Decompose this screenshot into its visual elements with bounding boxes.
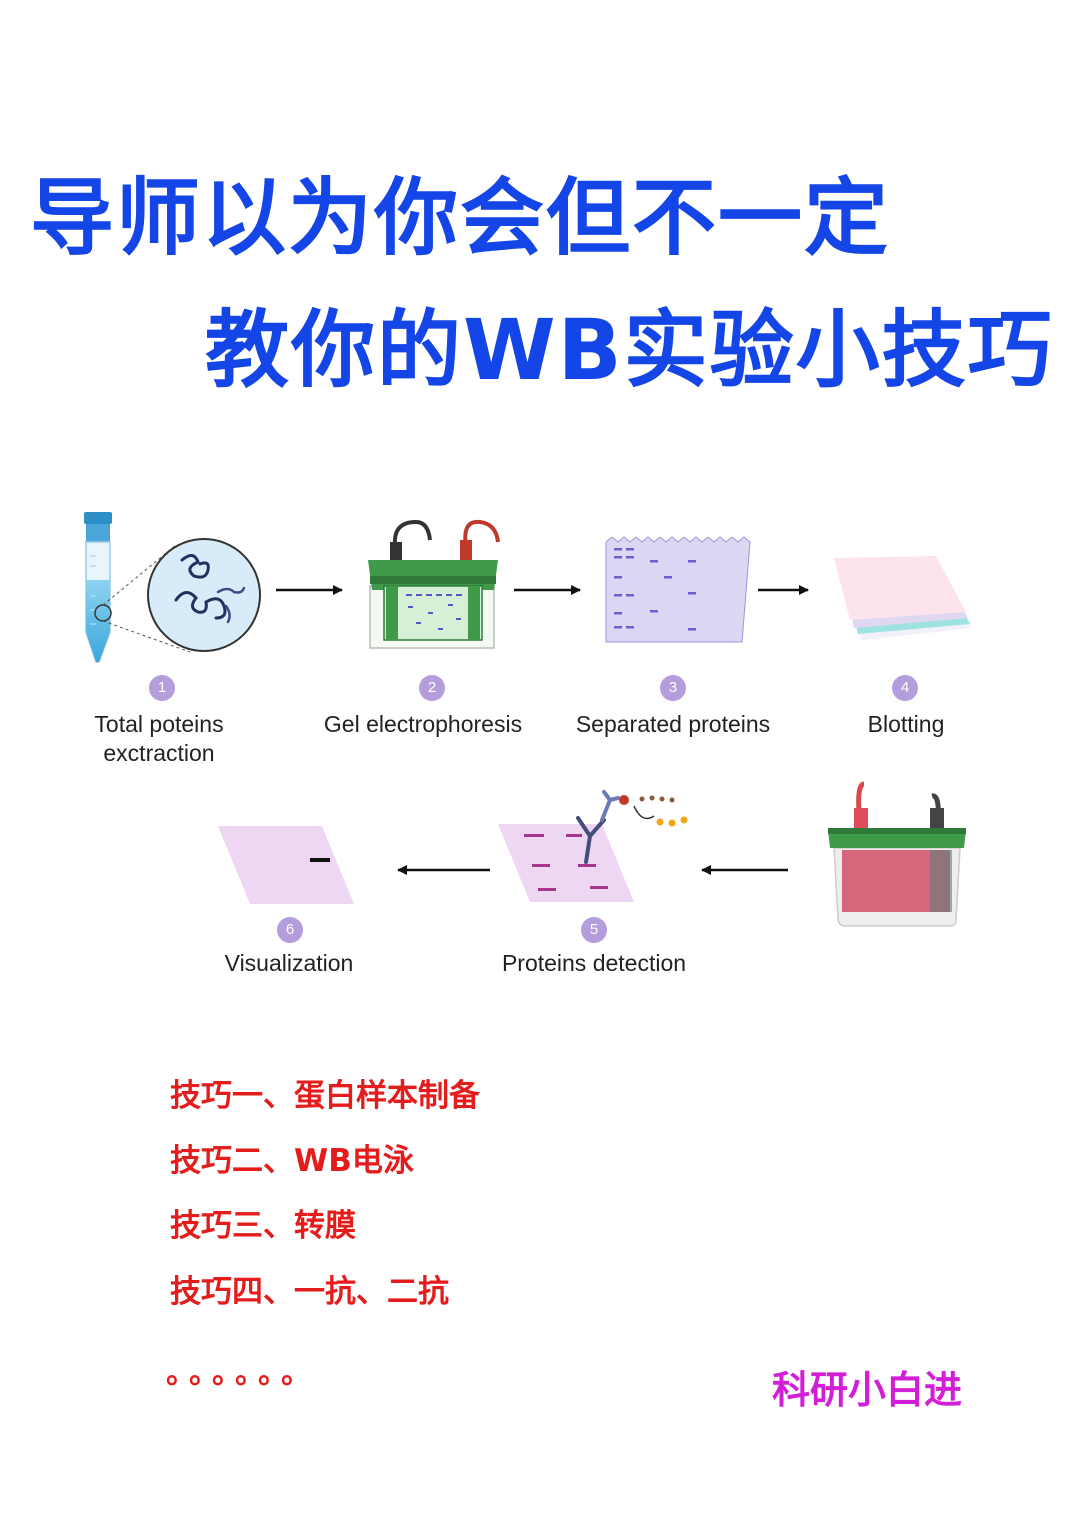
step-label-2: Gel electrophoresis (323, 711, 523, 737)
ellipsis-dots: 。。。。。。 (166, 1356, 319, 1391)
step-number-1: 1 (149, 675, 175, 701)
step-number-6: 6 (277, 917, 303, 943)
author-signature: 科研小白进 (772, 1368, 963, 1412)
step-number-4: 4 (892, 675, 918, 701)
blotting-stack-icon (834, 556, 972, 640)
protein-lysate-icon (147, 538, 261, 652)
tip-3: 技巧三、转膜 (170, 1208, 356, 1244)
tip-2: 技巧二、WB电泳 (170, 1143, 414, 1179)
step-number-2: 2 (419, 675, 445, 701)
step-label-5: Proteins detection (501, 950, 687, 976)
step-label-1-line-1: Total poteins (94, 711, 224, 737)
antibody-icon (576, 790, 688, 864)
gel-icon (605, 536, 751, 643)
step-label-6: Visualization (224, 950, 354, 976)
visualization-membrane-icon (218, 826, 354, 904)
title-line-1: 导师以为你会但不一定 (30, 169, 891, 267)
tube-icon (84, 512, 112, 663)
transfer-tank-icon (828, 781, 966, 927)
electrophoresis-tank-icon (368, 519, 500, 649)
step-label-3: Separated proteins (575, 711, 771, 737)
detection-membrane-icon (498, 824, 634, 902)
tip-1: 技巧一、蛋白样本制备 (170, 1078, 480, 1114)
step-number-5: 5 (581, 917, 607, 943)
step-label-1: Total poteins exctraction (94, 710, 223, 768)
step-label-4: Blotting (867, 711, 945, 737)
step-label-1-line-2: exctraction (103, 740, 215, 766)
tip-4: 技巧四、一抗、二抗 (170, 1274, 449, 1310)
step-number-3: 3 (660, 675, 686, 701)
title-line-2: 教你的WB实验小技巧 (205, 301, 1054, 399)
